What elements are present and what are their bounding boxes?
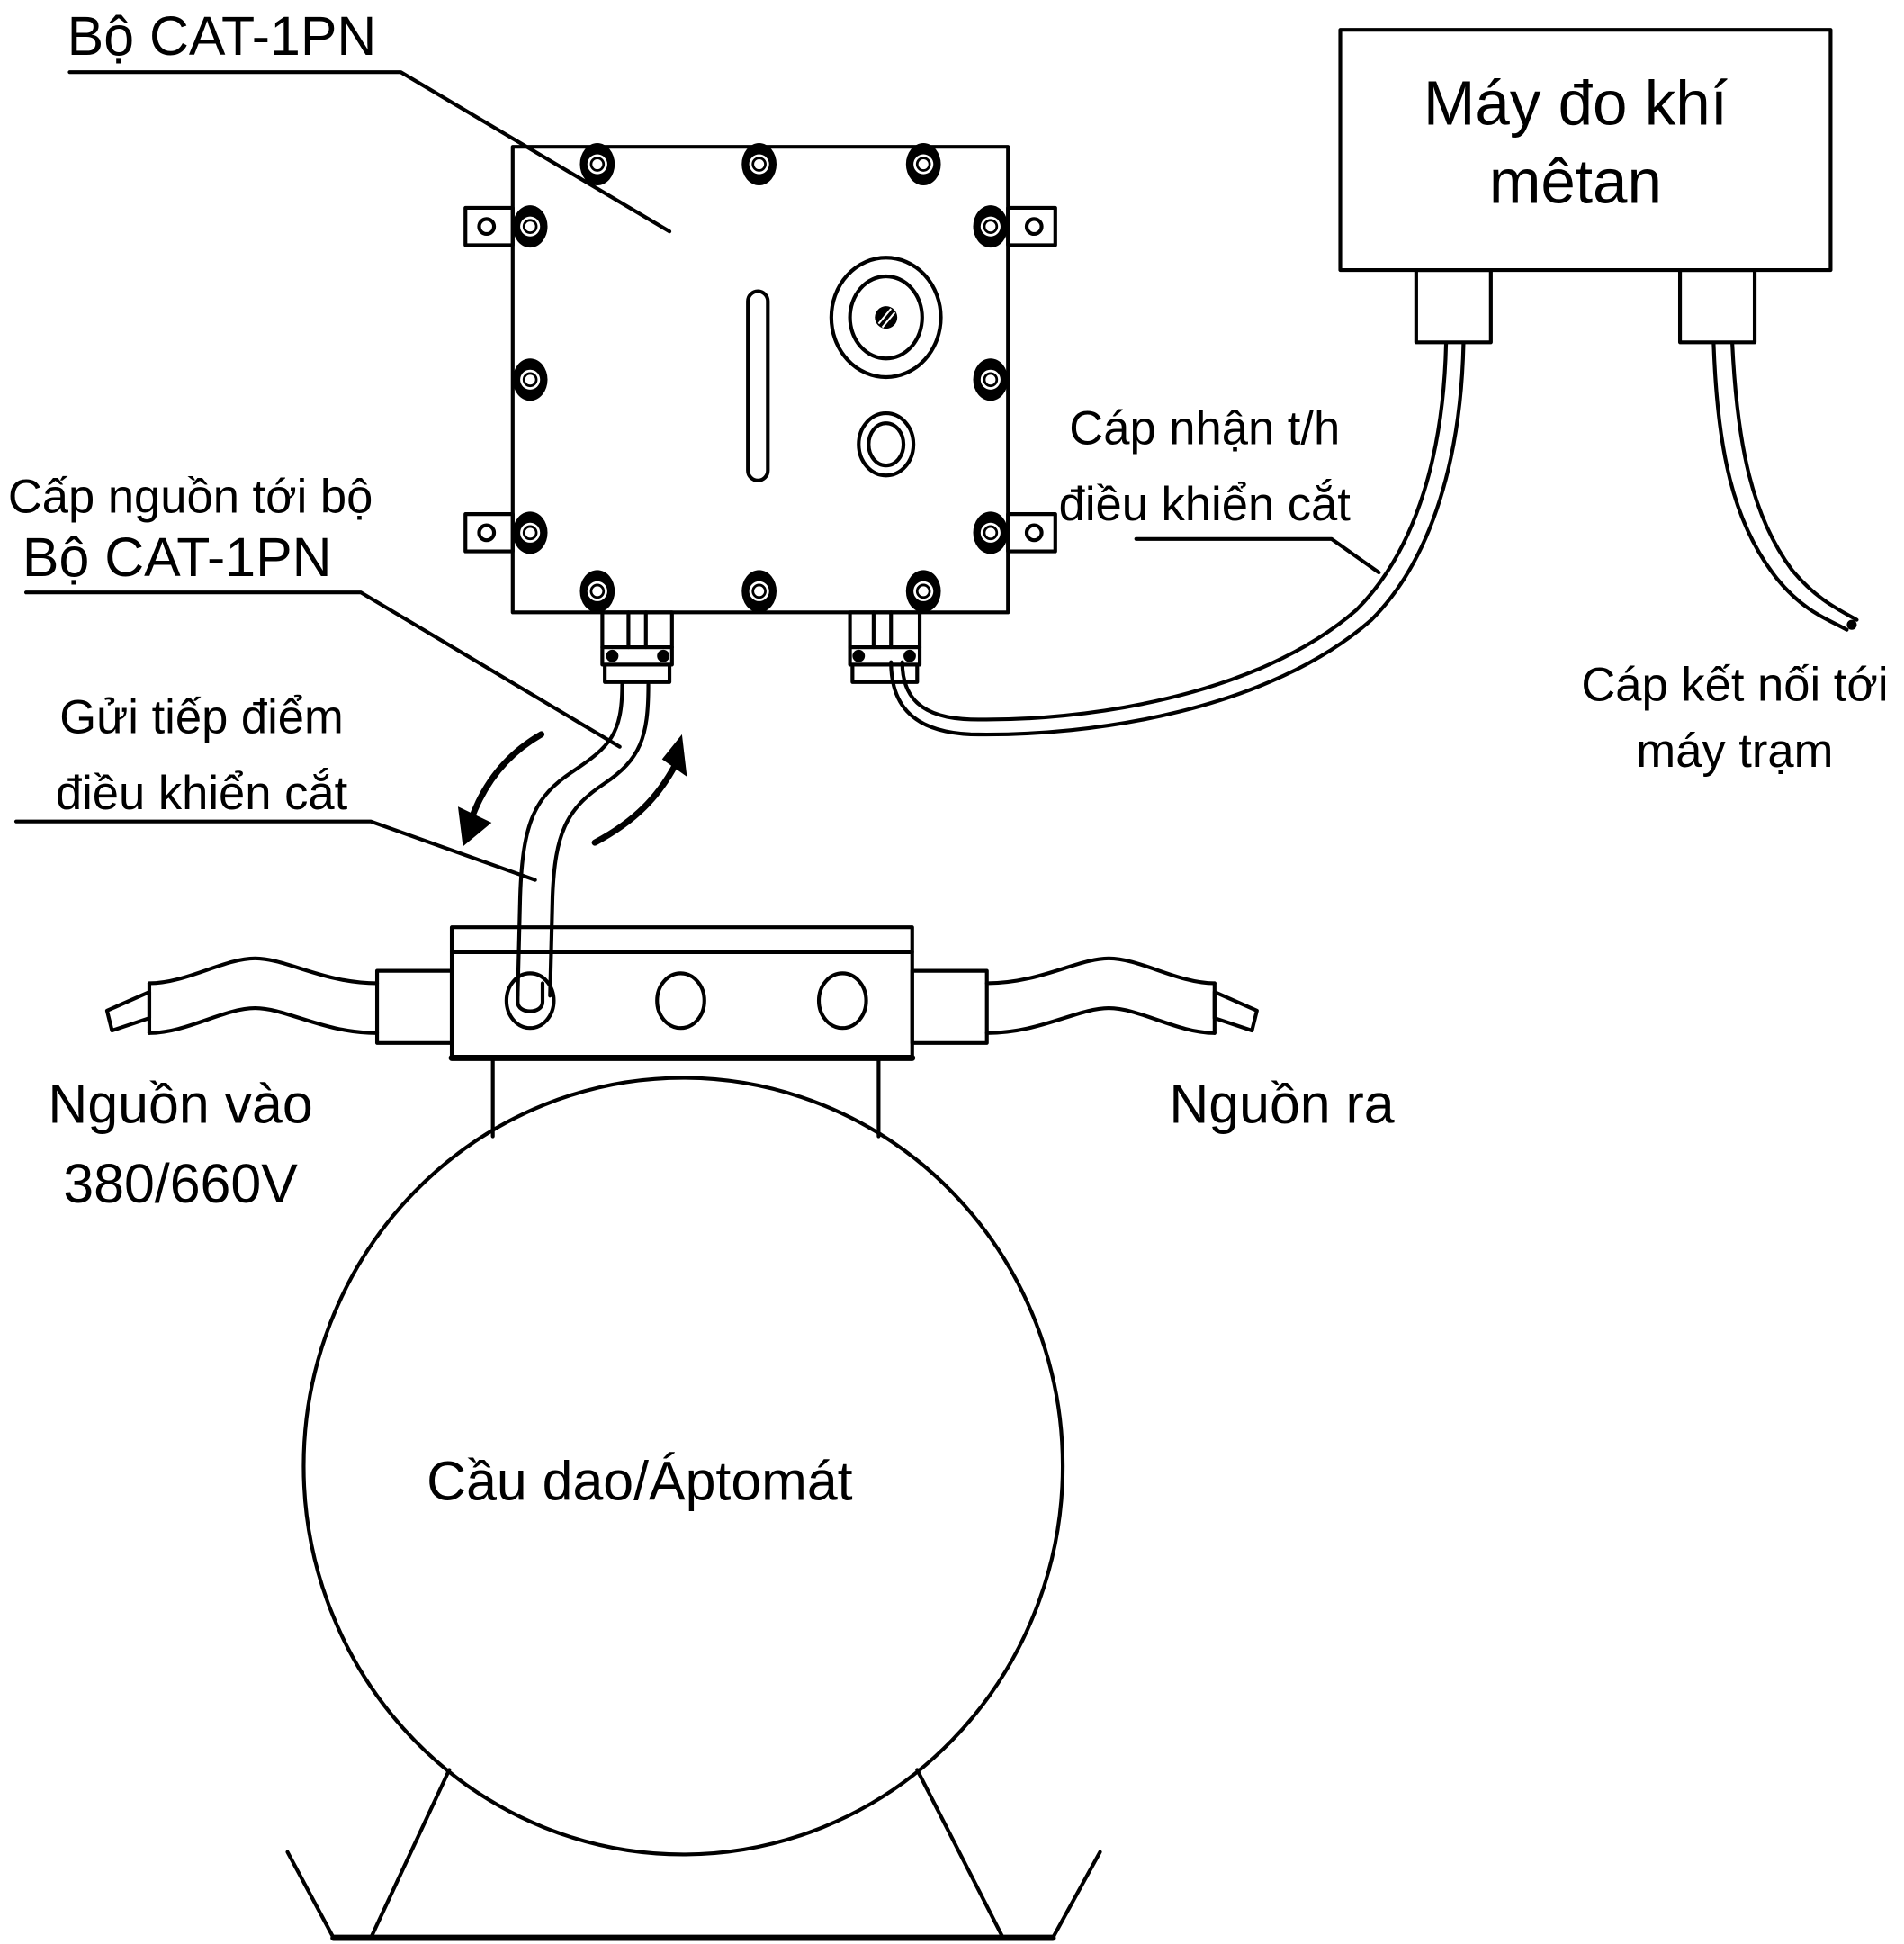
trip-direction-arrows (457, 731, 687, 847)
power-cable-label-line1: Cấp nguồn tới bộ (8, 471, 373, 524)
arrow-up-icon (661, 734, 687, 777)
signal-cable-label-line1: Cáp nhận t/h (1069, 402, 1340, 455)
terminal-block (449, 950, 914, 1060)
methane-meter-port-left (1414, 268, 1493, 345)
breaker-stand (285, 1768, 1102, 1941)
bolt-icon (973, 205, 1009, 248)
indicator-slot (746, 289, 770, 482)
bolt-icon (905, 143, 941, 186)
bolt-icon (741, 143, 777, 186)
cable-sleeve-in (374, 968, 454, 1045)
terminal-hole-2 (655, 971, 706, 1030)
cat-1pn-housing (510, 145, 1010, 615)
power-in-label-line1: Nguồn vào (48, 1073, 312, 1134)
breaker: Cầu dao/Áptomát (104, 925, 1259, 1941)
power-in-label-line2: 380/660V (63, 1153, 298, 1214)
methane-meter-port-right (1677, 268, 1757, 345)
cable-gland-right (848, 610, 922, 684)
callout-signal-cable: Cáp nhận t/h điều khiển cắt (1059, 402, 1381, 575)
indicator-lamp-icon (857, 411, 916, 478)
callout-power-cable: Cấp nguồn tới bộ Bộ CAT-1PN (8, 471, 622, 749)
bolt-icon (973, 358, 1009, 401)
callout-title: Bộ CAT-1PN (67, 5, 672, 234)
mounting-tab-top-right (1006, 205, 1057, 248)
terminal-hole-3 (816, 971, 868, 1030)
mounting-tab-bottom-right (1006, 512, 1057, 554)
power-cable-label-line2: Bộ CAT-1PN (22, 526, 332, 588)
power-out-cable (984, 956, 1259, 1035)
station-cable (1711, 341, 1859, 632)
station-cable-label-line1: Cáp kết nối tới (1581, 659, 1888, 712)
signal-cable (889, 341, 1466, 737)
bolt-icon (512, 358, 548, 401)
signal-cable-label-line2: điều khiển cắt (1059, 478, 1352, 531)
power-in-cable (104, 956, 380, 1035)
arrow-down-icon (457, 806, 492, 847)
bolt-icon (512, 511, 548, 554)
bolt-icon (973, 511, 1009, 554)
trip-contact-label-line1: Gửi tiếp điểm (59, 690, 344, 743)
mounting-tab-top-left (463, 205, 515, 248)
cable-sleeve-out (910, 968, 989, 1045)
cat-1pn-unit (463, 143, 1057, 684)
callout-station-cable: Cáp kết nối tới máy trạm (1581, 659, 1888, 778)
callout-power-in: Nguồn vào 380/660V (48, 1073, 312, 1213)
bolt-icon (741, 570, 777, 613)
callout-trip-contact: Gửi tiếp điểm điều khiển cắt (13, 690, 537, 882)
housing-bolts (512, 143, 1009, 613)
power-out-label: Nguồn ra (1169, 1073, 1394, 1134)
methane-meter-label-line2: mêtan (1489, 146, 1662, 216)
power-trip-cable (516, 682, 651, 998)
bolt-icon (905, 570, 941, 613)
methane-meter-label-line1: Máy đo khí (1424, 68, 1728, 138)
bolt-icon (512, 205, 548, 248)
bolt-icon (579, 143, 615, 186)
rotary-knob-icon (829, 256, 943, 380)
title-label: Bộ CAT-1PN (67, 5, 377, 67)
methane-meter: Máy đo khí mêtan (1338, 28, 1833, 345)
breaker-body (301, 1076, 1065, 1857)
cable-gland-left (600, 610, 674, 684)
breaker-label: Cầu dao/Áptomát (427, 1450, 853, 1511)
mounting-tab-bottom-left (463, 512, 515, 554)
methane-meter-housing (1338, 28, 1833, 273)
bolt-icon (579, 570, 615, 613)
terminal-hole-1 (504, 971, 556, 1030)
callout-power-out: Nguồn ra (1169, 1073, 1394, 1134)
trip-contact-label-line2: điều khiển cắt (56, 767, 348, 820)
station-cable-label-line2: máy trạm (1636, 724, 1833, 778)
